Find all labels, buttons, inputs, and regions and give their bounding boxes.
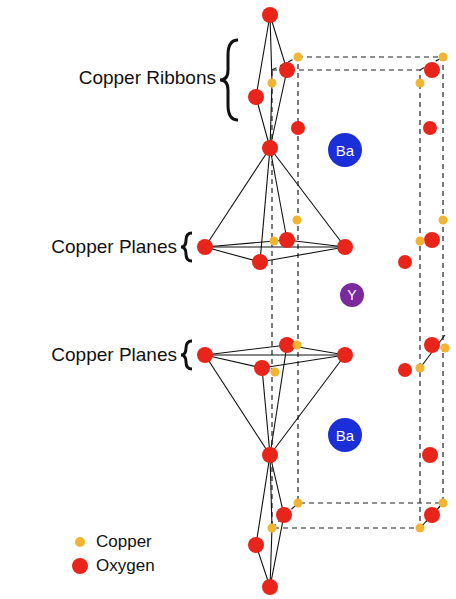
- structure-label: Copper Planes: [51, 344, 177, 366]
- legend-text: Oxygen: [96, 556, 155, 576]
- atom-circle: Ba: [328, 418, 362, 452]
- legend-text: Copper: [96, 532, 152, 552]
- brace: [181, 40, 238, 369]
- atom-symbol: Ba: [336, 427, 354, 444]
- legend-swatch: [75, 537, 85, 547]
- atom-circle: Y: [340, 283, 364, 307]
- atom-symbol: Ba: [336, 142, 354, 159]
- oxygen-atoms: [197, 7, 440, 595]
- unit-cell: [272, 57, 443, 528]
- legend-swatch: [72, 558, 88, 574]
- structure-label: Copper Planes: [51, 236, 177, 258]
- atom-circle: Ba: [328, 133, 362, 167]
- copper-atoms: [268, 53, 450, 533]
- atom-symbol: Y: [347, 287, 356, 303]
- structure-label: Copper Ribbons: [79, 67, 216, 89]
- bonds: [205, 15, 445, 587]
